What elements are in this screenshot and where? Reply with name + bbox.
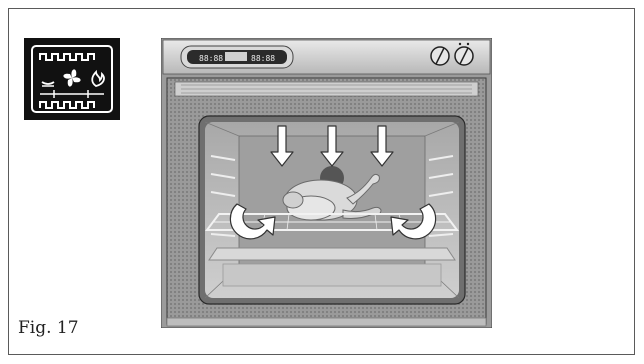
display-panel: 88:88 88:88 bbox=[181, 46, 293, 68]
display-readout-right: 88:88 bbox=[251, 54, 275, 63]
figure-caption: Fig. 17 bbox=[18, 318, 79, 338]
baking-tray bbox=[209, 248, 455, 260]
oven-mode-symbol-icon bbox=[24, 38, 120, 120]
oven-illustration: 88:88 88:88 bbox=[161, 38, 492, 328]
display-readout-left: 88:88 bbox=[199, 54, 223, 63]
knob-left-icon bbox=[431, 47, 449, 65]
